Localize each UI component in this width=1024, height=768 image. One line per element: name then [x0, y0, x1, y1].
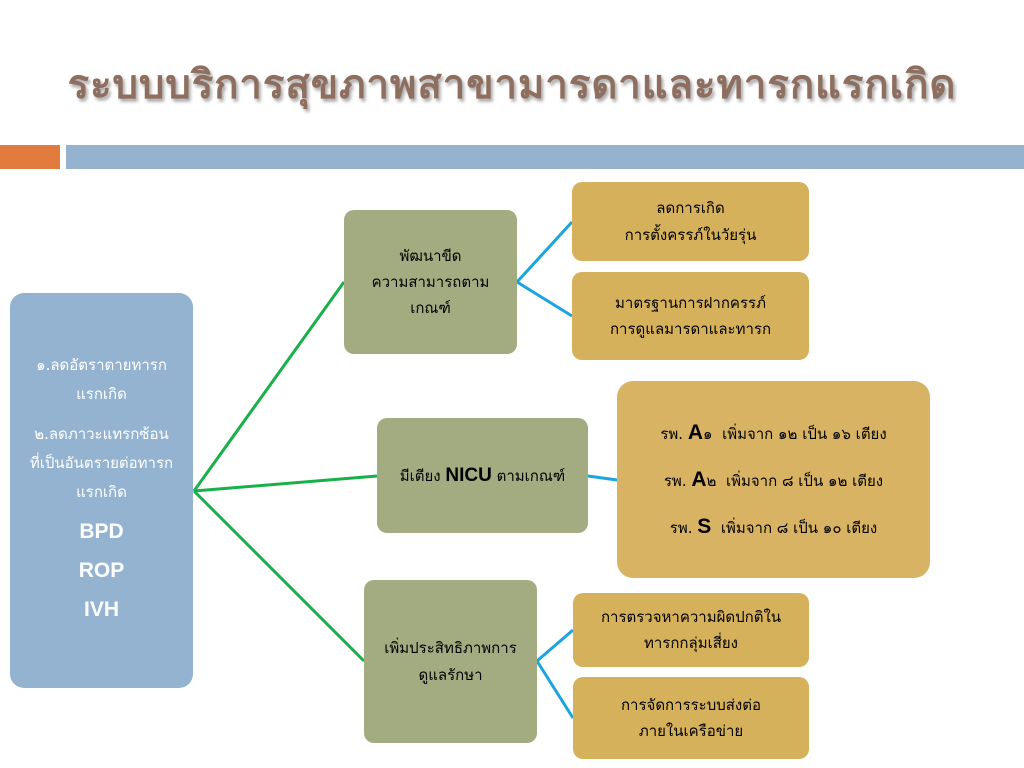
abbr-bpd: BPD	[79, 520, 124, 544]
branch3-line2: ดูแลรักษา	[418, 665, 483, 684]
connector-branch3-leaf1	[536, 628, 574, 663]
connector-main-branch1	[192, 281, 346, 492]
accent-bar-orange	[0, 145, 60, 169]
nicu-row-a1-rp: รพ.	[660, 425, 684, 443]
nicu-row-a2-rp: รพ.	[663, 472, 687, 490]
nicu-row-s-rp: รพ.	[669, 519, 693, 537]
connector-main-branch3	[192, 489, 366, 663]
leaf-referral-system: การจัดการระบบส่งต่อ ภายในเครือข่าย	[573, 677, 809, 759]
branch2-label: มีเตียง NICU ตามเกณฑ์	[400, 459, 566, 492]
goal1-line1: ๑.ลดอัตราตายทารก	[36, 356, 167, 375]
branch-efficiency-box: เพิ่มประสิทธิภาพการ ดูแลรักษา	[364, 580, 537, 743]
nicu-row-s-text: เพิ่มจาก ๘ เป็น ๑๐ เตียง	[720, 519, 878, 537]
goal1-line2: แรกเกิด	[76, 385, 127, 404]
branch2-prefix: มีเตียง	[399, 466, 441, 485]
connector-branch3-leaf2	[535, 660, 575, 719]
branch-nicu-box: มีเตียง NICU ตามเกณฑ์	[377, 418, 588, 533]
branch1-line1: พัฒนาขีด	[399, 246, 462, 265]
branch2-suffix: ตามเกณฑ์	[496, 466, 566, 485]
nicu-row-s: รพ. S เพิ่มจาก ๘ เป็น ๑๐ เตียง	[670, 516, 877, 537]
nicu-row-a2-text: เพิ่มจาก ๘ เป็น ๑๒ เตียง	[725, 472, 884, 490]
leaf3-line2: ทารกกลุ่มเสี่ยง	[643, 634, 738, 652]
connector-main-branch2	[193, 474, 378, 493]
leaf1-line1: ลดการเกิด	[656, 199, 725, 218]
leaf-screening-risk-infants: การตรวจหาความผิดปกติใน ทารกกลุ่มเสี่ยง	[573, 593, 809, 667]
leaf-reduce-teen-pregnancy: ลดการเกิด การตั้งครรภ์ในวัยรุ่น	[572, 182, 809, 261]
branch-capacity-box: พัฒนาขีด ความสามารถตาม เกณฑ์	[344, 210, 517, 354]
goal2-line3: แรกเกิด	[76, 483, 127, 502]
leaf1-line2: การตั้งครรภ์ในวัยรุ่น	[624, 225, 757, 244]
connector-branch1-leaf1	[515, 220, 574, 284]
branch1-line3: เกณฑ์	[410, 299, 451, 318]
leaf3-line1: การตรวจหาความผิดปกติใน	[600, 607, 782, 626]
leaf2-line1: มาตรฐานการฝากครรภ์	[615, 293, 766, 312]
slide-title: ระบบบริการสุขภาพสาขามารดาและทารกแรกเกิด	[67, 62, 957, 108]
abbr-ivh: IVH	[83, 598, 119, 622]
leaf-nicu-beds: รพ. A๑ เพิ่มจาก ๑๒ เป็น ๑๖ เตียง รพ. A๒ …	[617, 381, 930, 578]
nicu-row-a1-text: เพิ่มจาก ๑๒ เป็น ๑๖ เตียง	[722, 425, 887, 443]
nicu-row-a2-sub: ๒	[706, 472, 717, 490]
branch2-nicu: NICU	[445, 464, 492, 486]
accent-bar-blue	[66, 145, 1024, 169]
goals-box: ๑.ลดอัตราตายทารก แรกเกิด ๒.ลดภาวะแทรกซ้อ…	[10, 293, 193, 688]
nicu-row-a1: รพ. A๑ เพิ่มจาก ๑๒ เป็น ๑๖ เตียง	[660, 422, 886, 443]
branch1-line2: ความสามารถตาม	[371, 272, 490, 291]
connector-branch2-leaf	[587, 474, 618, 482]
nicu-row-a1-sub: ๑	[702, 425, 713, 443]
goal2-line1: ๒.ลดภาวะแทรกซ้อน	[34, 424, 169, 443]
nicu-row-a2: รพ. A๒ เพิ่มจาก ๘ เป็น ๑๒ เตียง	[664, 469, 883, 490]
leaf4-line1: การจัดการระบบส่งต่อ	[620, 695, 762, 714]
nicu-row-a2-code: A	[691, 468, 707, 491]
branch3-line1: เพิ่มประสิทธิภาพการ	[384, 639, 517, 658]
connector-branch1-leaf2	[516, 280, 573, 318]
goal2-line2: ที่เป็นอันตรายต่อทารก	[29, 453, 174, 472]
leaf2-line2: การดูแลมารดาและทารก	[609, 320, 772, 338]
abbr-rop: ROP	[78, 559, 125, 583]
nicu-row-a1-code: A	[687, 421, 703, 444]
nicu-row-s-code: S	[697, 515, 712, 538]
leaf4-line2: ภายในเครือข่าย	[638, 722, 744, 740]
leaf-anc-standard: มาตรฐานการฝากครรภ์ การดูแลมารดาและทารก	[572, 272, 809, 360]
